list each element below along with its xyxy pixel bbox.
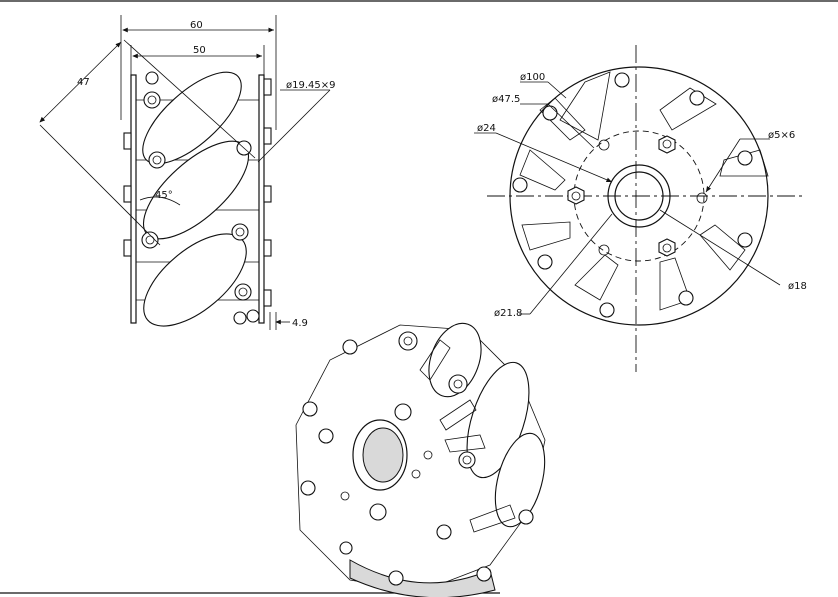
rim-nuts: [512, 72, 753, 318]
roller-hole-leader: [257, 89, 331, 163]
iso-hub-bore: [362, 427, 404, 483]
side-plate-left: [130, 74, 137, 324]
iso-roller-bottom: [349, 559, 496, 597]
dim-outer-label: ø100: [520, 72, 545, 83]
roller-1: [142, 71, 242, 165]
iso-nuts: [300, 331, 534, 586]
dim-hub-outer-label: ø24: [477, 123, 496, 134]
dim-offset-label: 4.9: [292, 318, 308, 329]
dim-mount-holes-label: ø5×6: [768, 130, 795, 141]
wheel-blades: [519, 71, 769, 311]
side-view: 60 50 47 ø19.45×9 45° 4.9: [39, 15, 336, 330]
dim-plate-width-label: 50: [193, 45, 206, 56]
iso-blades: [419, 339, 516, 533]
side-plate-right: [258, 74, 265, 324]
front-view: ø100 ø47.5 ø24 ø18 ø5×6 ø21.8: [474, 45, 807, 372]
hub-outer-circle: [607, 164, 671, 228]
angle-arc: [139, 196, 181, 206]
mount-holes: [567, 135, 708, 257]
dim-angle-label: 45°: [155, 190, 173, 201]
hub-bore-circle: [614, 171, 664, 221]
iso-roller-3: [494, 432, 546, 528]
iso-hub-outer: [352, 419, 408, 491]
dim-diagonal-label: 47: [77, 77, 90, 88]
isometric-view: [295, 322, 546, 597]
side-studs: [123, 78, 272, 307]
outer-rim-circle: [509, 66, 769, 326]
dim-overall-width-label: 60: [190, 20, 203, 31]
dim-roller-hole-label: ø19.45×9: [286, 80, 336, 91]
dim-hub-bore-label: ø18: [788, 281, 807, 292]
dim-bolt-circle-label: ø47.5: [492, 94, 520, 105]
dim-line-47: [39, 41, 122, 123]
dim-flange-label: ø21.8: [494, 308, 522, 319]
